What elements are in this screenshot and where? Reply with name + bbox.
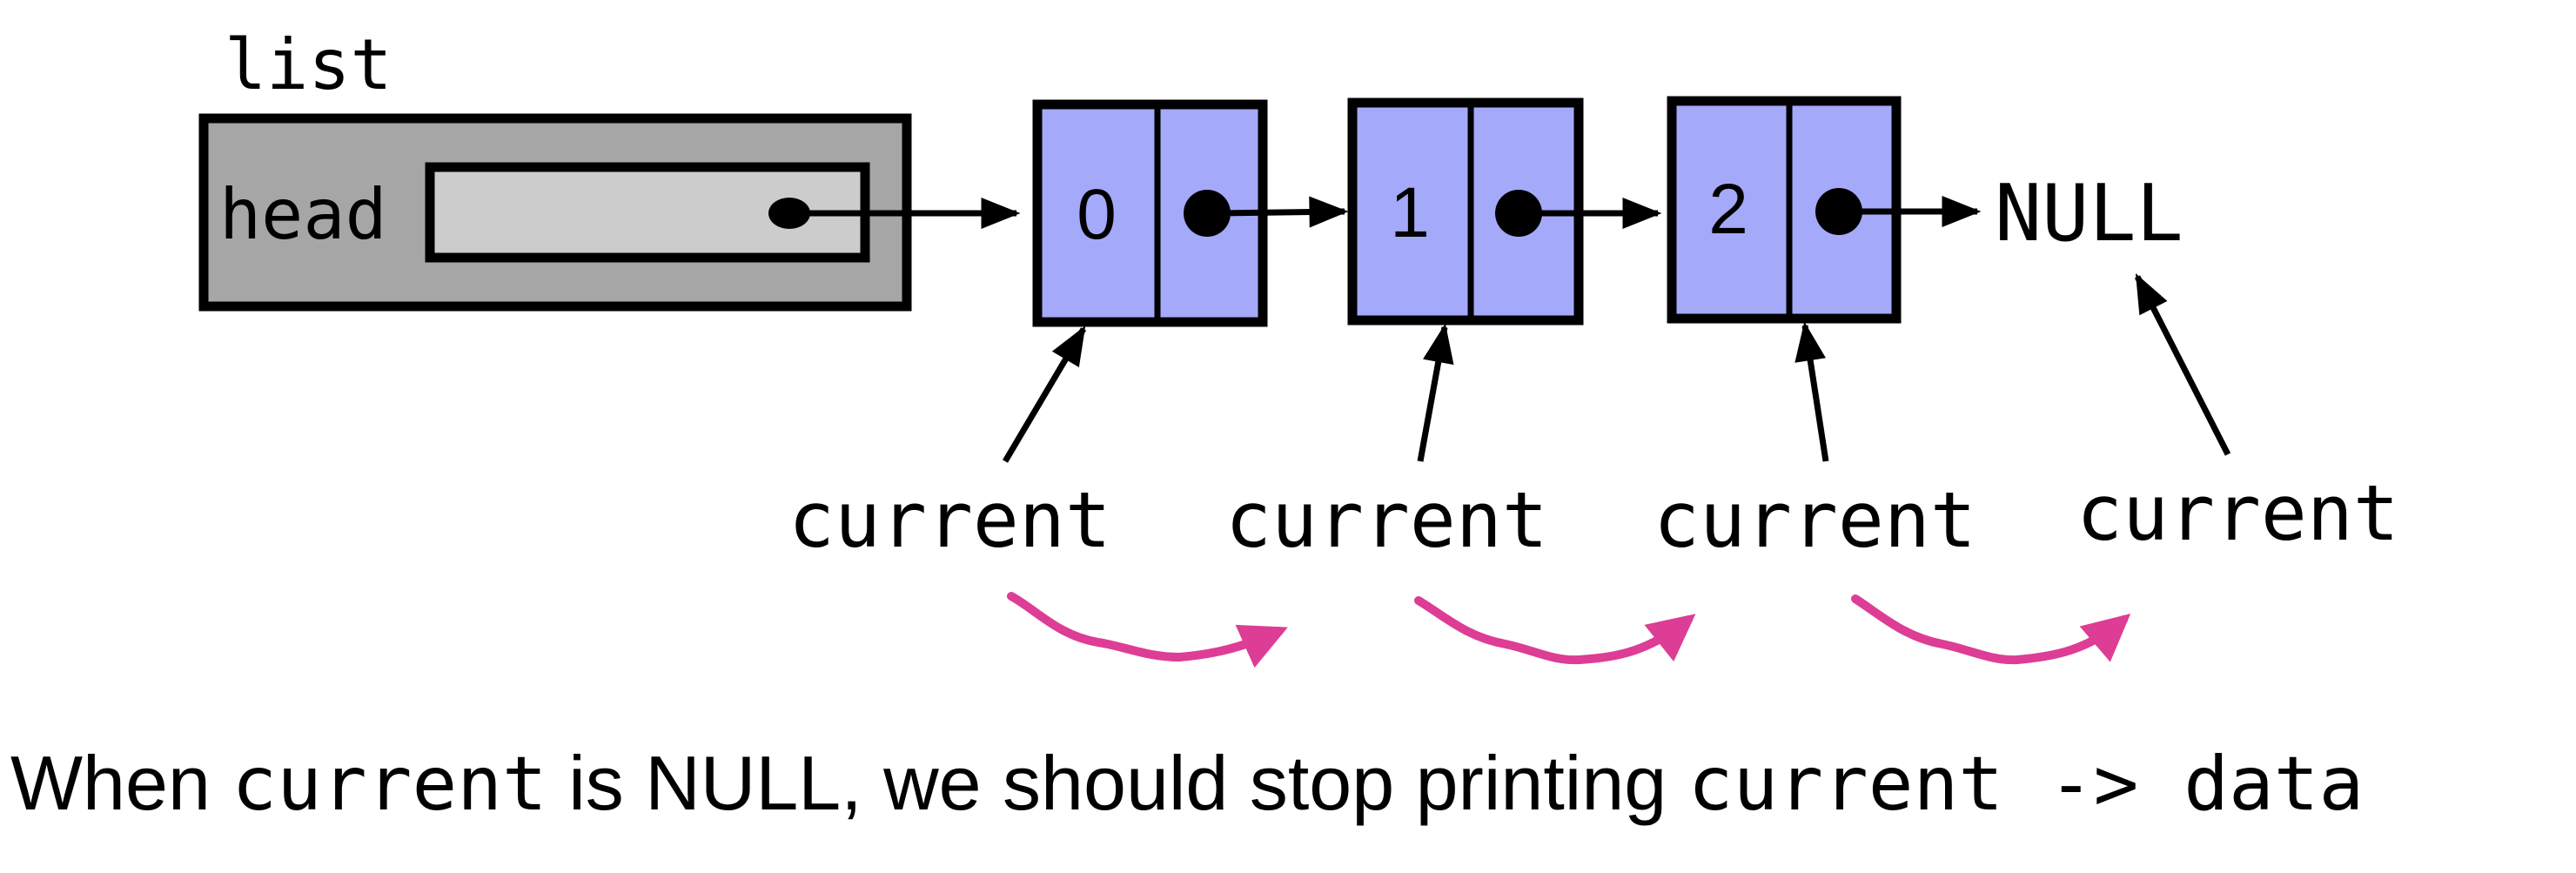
node-2-pointer-dot xyxy=(1815,188,1862,235)
current-label-0: current xyxy=(788,475,1111,565)
caption: When current is NULL, we should stop pri… xyxy=(10,740,2364,828)
advance-arrow-3 xyxy=(1851,594,2131,665)
head-pointer-dot xyxy=(768,198,810,229)
caption-code2: current -> data xyxy=(1688,741,2365,828)
head-label: head xyxy=(219,174,387,255)
list-label: list xyxy=(225,24,392,105)
current-2-pointer-arrow xyxy=(1794,321,1829,462)
caption-part2: is xyxy=(547,740,645,826)
node-0-value: 0 xyxy=(1077,175,1117,254)
node-1-pointer-dot xyxy=(1495,190,1542,237)
caption-part3: , we should stop printing xyxy=(841,740,1687,826)
advance-arrow-2 xyxy=(1414,596,1696,665)
node-1-value: 1 xyxy=(1390,173,1430,252)
current-label-1: current xyxy=(1225,475,1548,565)
node-0-pointer-dot xyxy=(1184,190,1231,237)
node-2-value: 2 xyxy=(1708,170,1748,249)
current-label-2: current xyxy=(1654,475,1976,565)
current-0-pointer-arrow xyxy=(1002,326,1087,463)
current-3-pointer-arrow xyxy=(2134,272,2231,456)
caption-code1: current xyxy=(231,741,547,828)
current-1-pointer-arrow xyxy=(1417,323,1454,462)
caption-null-word: NULL xyxy=(645,740,841,826)
advance-arrow-1 xyxy=(1007,592,1288,668)
node0-to-node1-arrow xyxy=(1218,196,1349,228)
caption-part1: When xyxy=(10,740,231,826)
null-label: NULL xyxy=(1995,168,2184,259)
current-label-3: current xyxy=(2076,468,2399,558)
